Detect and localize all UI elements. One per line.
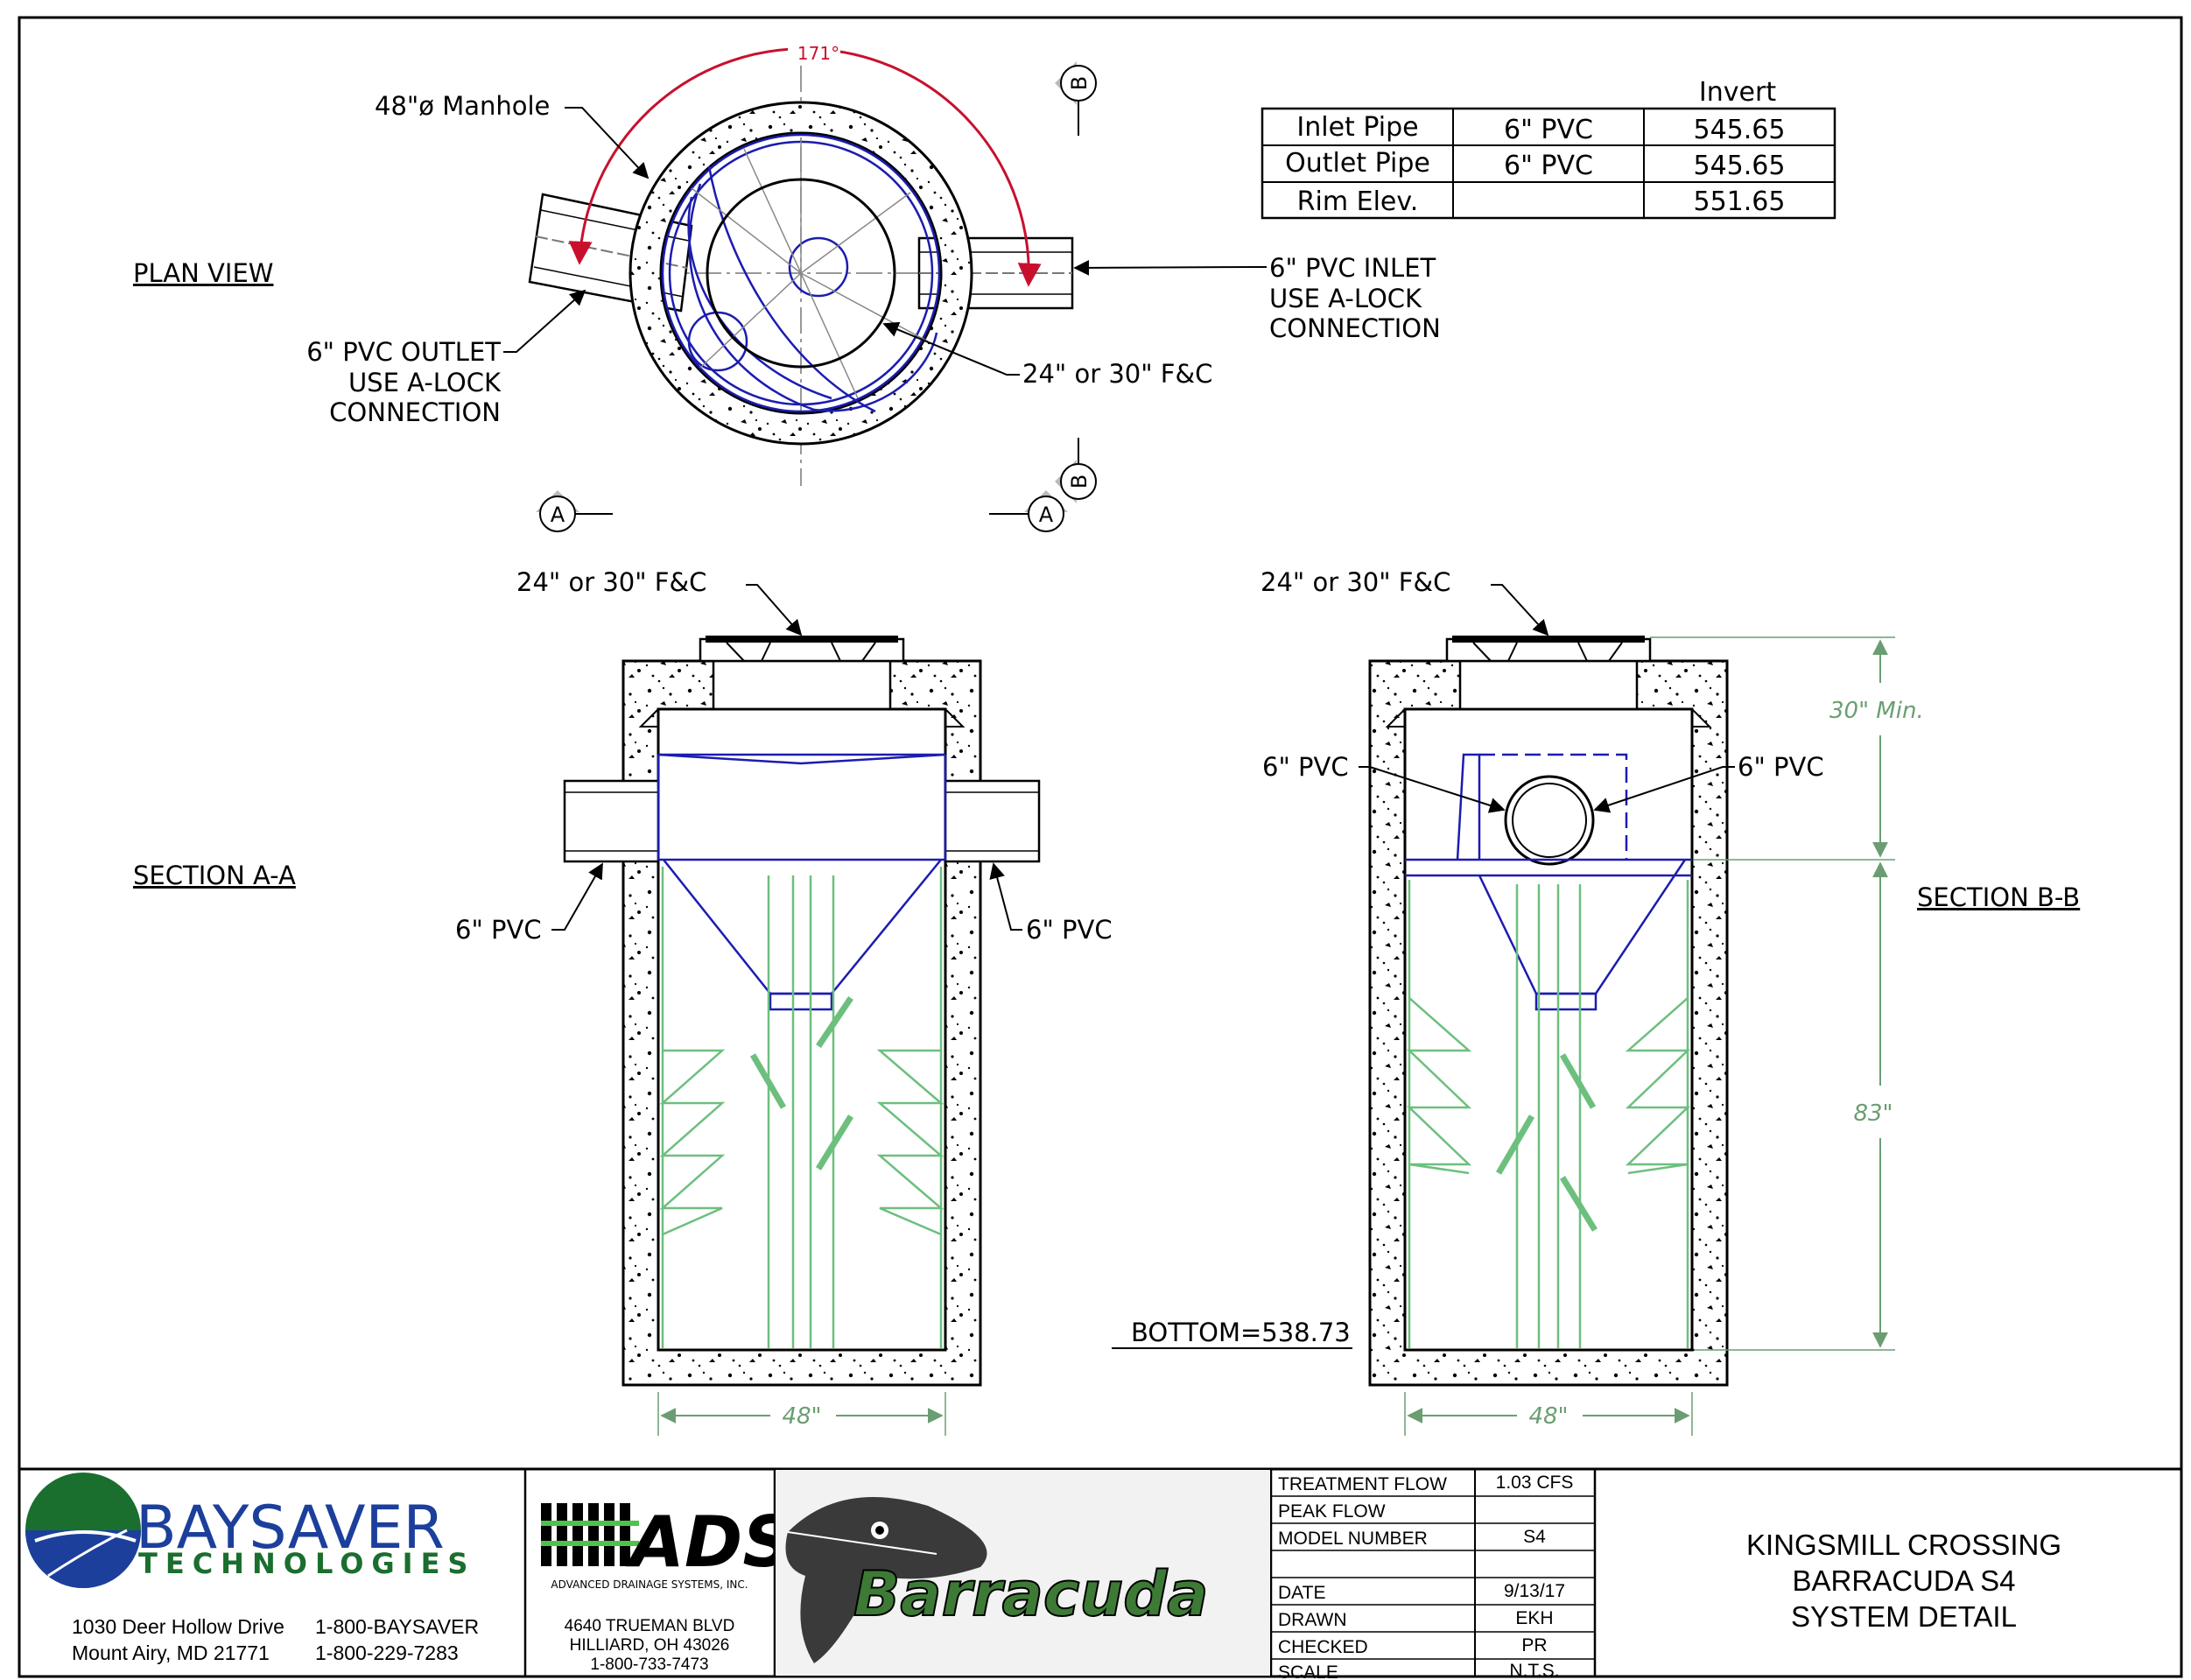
ads-address-1: 4640 TRUEMAN BLVD <box>565 1617 735 1635</box>
section-a-left-pipe <box>563 779 660 863</box>
section-b-frame-label: 24" or 30" F&C <box>1261 567 1450 597</box>
barracuda-logo-text: Barracuda <box>853 1558 1209 1630</box>
invert-table-header: Invert <box>1699 77 1776 108</box>
baysaver-phone-1: 1-800-BAYSAVER <box>315 1615 479 1638</box>
section-a-screens <box>659 867 945 1348</box>
baysaver-logo: BAYSAVER TECHNOLOGIES <box>25 1473 475 1588</box>
section-a-frame-label: 24" or 30" F&C <box>516 567 706 597</box>
plan-inlet-label-1: 6" PVC INLET <box>1269 253 1436 283</box>
ads-phone: 1-800-733-7473 <box>590 1655 708 1674</box>
title-block: BAYSAVER TECHNOLOGIES 1030 Deer Hollow D… <box>19 1467 2181 1680</box>
info-label-peak-flow: PEAK FLOW <box>1278 1501 1386 1522</box>
section-a-left-pipe-label: 6" PVC <box>455 915 542 945</box>
section-b-bottom-label: BOTTOM=538.73 <box>1131 1318 1351 1347</box>
invert-row-1-name: Inlet Pipe <box>1296 112 1418 143</box>
ads-address-2: HILLIARD, OH 43026 <box>570 1636 730 1655</box>
section-b-left-pipe-label: 6" PVC <box>1262 752 1349 782</box>
plan-outlet-label-1: 6" PVC OUTLET <box>306 337 501 367</box>
barracuda-logo: Barracuda <box>776 1470 1270 1676</box>
plan-view: PLAN VIEW <box>133 42 1441 532</box>
section-b-depth-dim: 83" <box>1853 1100 1893 1127</box>
section-a-right-pipe <box>944 779 1041 863</box>
invert-row-2-elev: 545.65 <box>1694 151 1786 181</box>
baysaver-address-1: 1030 Deer Hollow Drive <box>72 1615 284 1638</box>
baysaver-phone-2: 1-800-229-7283 <box>315 1641 459 1664</box>
plan-inlet-label-2: USE A-LOCK <box>1269 284 1422 313</box>
baysaver-address-2: Mount Airy, MD 21771 <box>72 1641 270 1664</box>
project-title-2: BARRACUDA S4 <box>1793 1564 2016 1597</box>
plan-manhole-label: 48"ø Manhole <box>375 91 550 121</box>
info-label-checked: CHECKED <box>1278 1637 1368 1657</box>
invert-table: Invert Inlet Pipe 6" PVC 545.65 Outlet P… <box>1261 77 1836 220</box>
plan-outlet-label-2: USE A-LOCK <box>348 368 502 397</box>
baysaver-tagline: TECHNOLOGIES <box>138 1547 475 1580</box>
info-value-model-number: S4 <box>1523 1527 1546 1547</box>
section-a-title: SECTION A-A <box>133 861 296 890</box>
section-b-screens <box>1406 880 1691 1348</box>
ads-logo: ADS ADVANCED DRAINAGE SYSTEMS, INC. <box>541 1501 793 1591</box>
info-value-checked: PR <box>1521 1635 1547 1655</box>
info-label-scale: SCALE <box>1278 1662 1338 1680</box>
section-b-frame-cover <box>1445 636 1652 663</box>
section-marker-b-top: B <box>1055 61 1097 136</box>
info-label-treatment-flow: TREATMENT FLOW <box>1278 1474 1447 1494</box>
plan-angle-label: 171° <box>797 43 839 64</box>
section-marker-a-right: A <box>989 490 1068 532</box>
section-b-width-dim: 48" <box>1528 1403 1568 1430</box>
invert-row-2-pipe: 6" PVC <box>1504 151 1593 181</box>
invert-row-1-pipe: 6" PVC <box>1504 115 1593 145</box>
section-a: SECTION A-A <box>133 567 1113 1436</box>
info-label-date: DATE <box>1278 1583 1325 1603</box>
svg-text:A: A <box>551 503 565 527</box>
section-b: SECTION B-B <box>1112 567 2080 1436</box>
plan-view-title: PLAN VIEW <box>133 258 273 288</box>
section-marker-b-bottom: B <box>1055 438 1097 503</box>
plan-frame-label: 24" or 30" F&C <box>1022 359 1212 389</box>
svg-text:A: A <box>1039 503 1054 527</box>
sheet-border <box>18 16 2183 1678</box>
info-value-scale: N.T.S. <box>1509 1661 1559 1680</box>
invert-row-1-elev: 545.65 <box>1694 115 1786 145</box>
section-a-separator <box>657 753 947 1011</box>
project-title-3: SYSTEM DETAIL <box>1791 1600 2017 1633</box>
info-label-drawn: DRAWN <box>1278 1610 1347 1630</box>
info-value-date: 9/13/17 <box>1504 1581 1565 1601</box>
section-b-separator <box>1405 858 1692 1011</box>
baysaver-name: BAYSAVER <box>136 1494 445 1563</box>
info-value-drawn: EKH <box>1515 1608 1553 1628</box>
invert-row-3-elev: 551.65 <box>1694 186 1786 217</box>
project-title-1: KINGSMILL CROSSING <box>1746 1529 2061 1561</box>
section-a-width-dim: 48" <box>782 1403 821 1430</box>
section-a-frame-cover <box>699 636 905 663</box>
plan-inlet-label-3: CONNECTION <box>1269 313 1441 343</box>
svg-text:B: B <box>1067 474 1092 489</box>
invert-row-2-name: Outlet Pipe <box>1285 148 1430 179</box>
section-b-top-dim: 30" Min. <box>1829 698 1924 724</box>
svg-text:B: B <box>1067 76 1092 90</box>
section-b-right-pipe-label: 6" PVC <box>1738 752 1824 782</box>
ads-company-name: ADVANCED DRAINAGE SYSTEMS, INC. <box>551 1578 748 1591</box>
invert-row-3-name: Rim Elev. <box>1297 186 1419 217</box>
ads-logo-text: ADS <box>625 1501 793 1583</box>
plan-outlet-label-3: CONNECTION <box>329 397 501 427</box>
title-block-info-table: TREATMENT FLOW 1.03 CFS PEAK FLOW MODEL … <box>1271 1473 1595 1680</box>
info-value-treatment-flow: 1.03 CFS <box>1496 1473 1574 1493</box>
section-b-pipe-section <box>1456 753 1628 866</box>
section-marker-a-left: A <box>536 490 613 532</box>
section-b-title: SECTION B-B <box>1917 882 2080 912</box>
info-label-model-number: MODEL NUMBER <box>1278 1529 1428 1549</box>
section-a-right-pipe-label: 6" PVC <box>1026 915 1113 945</box>
